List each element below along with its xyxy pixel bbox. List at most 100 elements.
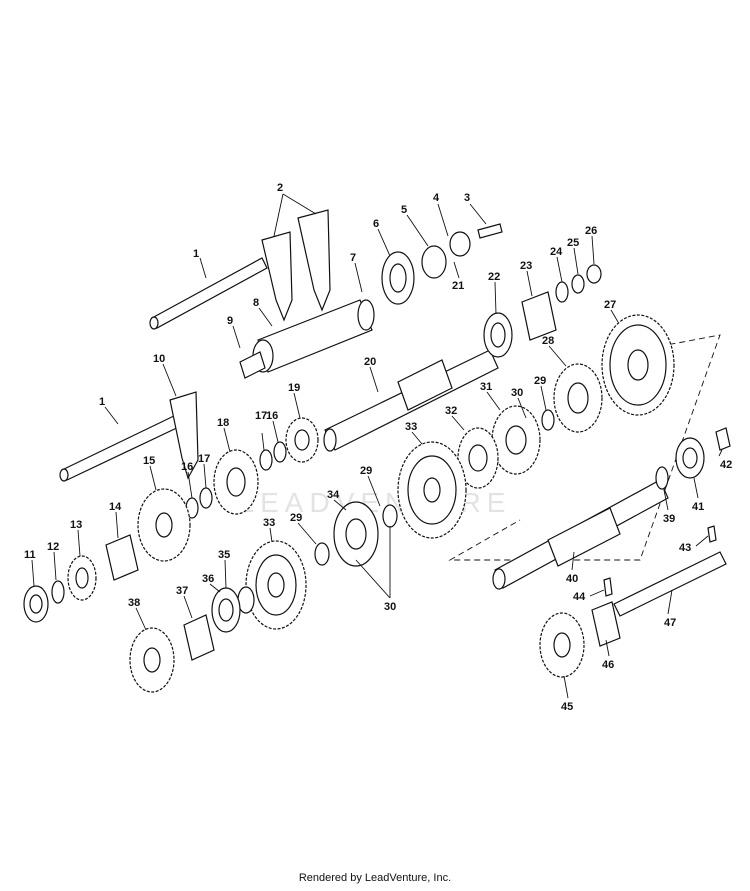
label-19: 19 xyxy=(288,382,300,394)
part-washer-12 xyxy=(51,580,65,604)
part-shift-drum xyxy=(239,299,375,379)
part-collar-23 xyxy=(521,291,557,341)
label-11: 11 xyxy=(24,549,36,561)
part-gear-31 xyxy=(491,405,541,475)
label-3: 3 xyxy=(464,192,470,204)
label-36: 36 xyxy=(202,573,214,585)
part-hub-34 xyxy=(333,501,379,567)
label-21: 21 xyxy=(452,280,464,292)
part-washer-17-lower xyxy=(199,487,213,509)
part-nut-26 xyxy=(586,264,602,284)
label-5: 5 xyxy=(401,204,407,216)
label-33-lower: 33 xyxy=(263,517,275,529)
label-27: 27 xyxy=(604,299,616,311)
label-34: 34 xyxy=(327,489,340,501)
label-16-lower: 16 xyxy=(181,461,193,473)
label-32: 32 xyxy=(445,405,457,417)
label-16-upper: 16 xyxy=(266,410,278,422)
part-cap-42 xyxy=(715,427,731,451)
part-gear-45 xyxy=(539,612,585,678)
part-gear-33-upper xyxy=(397,441,467,539)
label-2: 2 xyxy=(277,182,283,194)
part-collar-37 xyxy=(183,614,215,661)
part-circlip-29-left xyxy=(314,542,330,566)
part-shift-forks-upper xyxy=(261,209,331,322)
label-38: 38 xyxy=(128,597,140,609)
label-12: 12 xyxy=(47,541,59,553)
label-20: 20 xyxy=(364,356,376,368)
part-shaft-47 xyxy=(613,551,727,617)
label-31: 31 xyxy=(480,381,492,393)
part-pin-44 xyxy=(603,577,613,597)
label-10: 10 xyxy=(153,353,165,365)
part-gear-18 xyxy=(213,449,259,515)
part-circlip-29-mid xyxy=(382,504,398,528)
part-bearing-6 xyxy=(381,251,415,305)
part-bearing-11 xyxy=(23,585,49,623)
part-washer-17-upper xyxy=(259,449,273,471)
label-15: 15 xyxy=(143,455,155,467)
part-washer-16-upper xyxy=(273,441,287,463)
label-29-mid: 29 xyxy=(360,465,372,477)
dash-guide-right xyxy=(448,334,721,561)
label-1-upper: 1 xyxy=(193,248,199,260)
part-bearing-36 xyxy=(211,587,241,633)
part-star-cam xyxy=(421,245,447,279)
label-7: 7 xyxy=(350,252,356,264)
label-17-upper: 17 xyxy=(255,410,267,422)
label-17-lower: 17 xyxy=(198,453,210,465)
part-countershaft xyxy=(492,479,669,590)
label-13: 13 xyxy=(70,519,82,531)
part-bearing-22 xyxy=(483,312,513,358)
label-18: 18 xyxy=(217,417,229,429)
label-42: 42 xyxy=(720,459,732,471)
part-main-shaft xyxy=(323,349,499,452)
label-43: 43 xyxy=(679,542,691,554)
label-26: 26 xyxy=(585,225,597,237)
label-8: 8 xyxy=(253,297,259,309)
part-gear-28 xyxy=(553,363,603,433)
part-gear-15 xyxy=(137,488,191,562)
label-47: 47 xyxy=(664,617,676,629)
part-collar-46 xyxy=(591,601,621,647)
part-gear-38 xyxy=(129,627,175,693)
part-bearing-41 xyxy=(675,437,705,479)
label-40: 40 xyxy=(566,573,578,585)
part-washer-24 xyxy=(555,281,569,303)
part-washer-39 xyxy=(655,466,669,490)
part-bolt-3 xyxy=(477,223,503,239)
part-washer-4 xyxy=(449,231,471,257)
label-1-lower: 1 xyxy=(99,396,105,408)
leader-lines xyxy=(31,193,723,699)
part-gear-13 xyxy=(67,555,97,601)
footer-credit: Rendered by LeadVenture, Inc. xyxy=(298,872,452,884)
watermark: LEADVENTURE xyxy=(239,487,512,518)
label-14: 14 xyxy=(109,501,122,513)
label-41: 41 xyxy=(692,501,704,513)
part-shift-fork-10 xyxy=(169,391,199,480)
part-gear-27 xyxy=(601,314,675,416)
label-25: 25 xyxy=(567,237,579,249)
part-washer-25 xyxy=(571,274,585,294)
label-9: 9 xyxy=(227,315,233,327)
part-shift-rod-lower xyxy=(59,413,184,482)
label-6: 6 xyxy=(373,218,379,230)
label-35: 35 xyxy=(218,549,230,561)
label-39: 39 xyxy=(663,513,675,525)
label-22: 22 xyxy=(488,271,500,283)
label-46: 46 xyxy=(602,659,614,671)
part-circlip-29-upper xyxy=(541,409,555,431)
label-30-lower: 30 xyxy=(384,601,396,613)
label-37: 37 xyxy=(176,585,188,597)
part-gear-19 xyxy=(285,417,319,463)
label-29-left: 29 xyxy=(290,512,302,524)
label-45: 45 xyxy=(561,701,573,713)
label-24: 24 xyxy=(550,246,563,258)
label-28: 28 xyxy=(542,335,554,347)
part-gear-32 xyxy=(457,427,499,489)
label-29-upper: 29 xyxy=(534,375,546,387)
label-23: 23 xyxy=(520,260,532,272)
part-gear-33-lower xyxy=(245,540,307,630)
label-30-upper: 30 xyxy=(511,387,523,399)
